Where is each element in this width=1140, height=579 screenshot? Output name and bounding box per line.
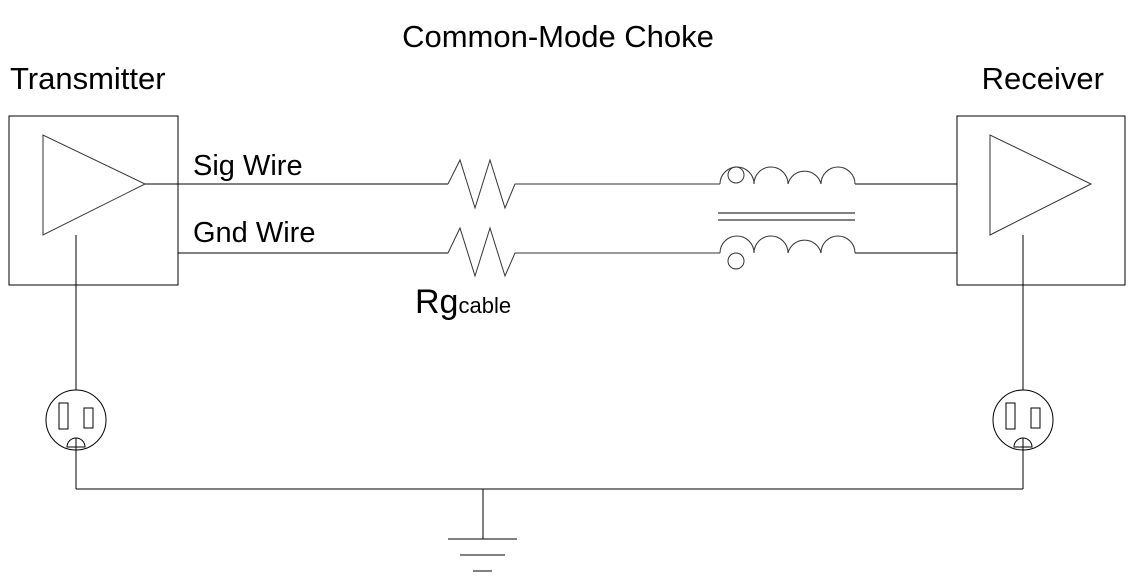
receiver-box	[956, 115, 1126, 286]
choke-dot-bottom	[727, 252, 745, 270]
transmitter-box	[8, 115, 179, 286]
gnd-resistor-icon	[447, 226, 720, 278]
earth-ground-icon	[448, 489, 517, 572]
choke-dot-top	[727, 166, 745, 184]
transmitter-outlet-icon	[45, 389, 107, 489]
choke-coil-top	[719, 166, 856, 185]
resistor-label-subscript: cable	[458, 293, 511, 318]
sig-resistor-icon	[447, 158, 720, 210]
resistor-label-main: Rg	[415, 283, 458, 321]
gnd-wire	[178, 226, 957, 278]
receiver-outlet-icon	[992, 389, 1054, 489]
receiver-block	[956, 115, 1126, 286]
sig-wire	[145, 158, 957, 210]
common-mode-choke-icon	[718, 166, 856, 270]
receiver-label: Receiver	[982, 61, 1104, 96]
resistor-label: Rgcable	[415, 283, 511, 321]
gnd-wire-label: Gnd Wire	[193, 217, 315, 249]
receiver-amplifier-icon	[989, 134, 1093, 236]
sig-wire-label: Sig Wire	[193, 150, 303, 182]
transmitter-label: Transmitter	[10, 61, 166, 96]
choke-coil-bottom	[719, 235, 856, 254]
transmitter-amplifier-icon	[42, 134, 147, 236]
diagram-title: Common-Mode Choke	[402, 19, 714, 54]
transmitter-block	[8, 115, 179, 286]
